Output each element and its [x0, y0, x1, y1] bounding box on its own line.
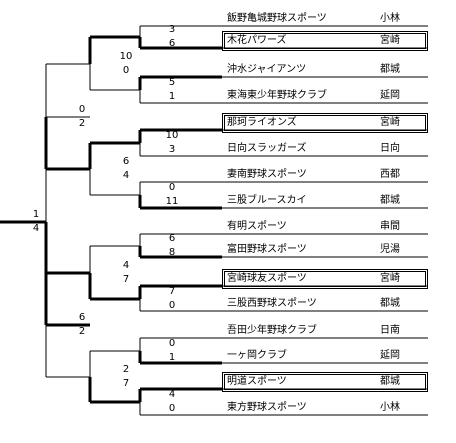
semifinalist-box [222, 113, 428, 133]
team-region: 日向 [380, 143, 400, 154]
team-region: 都城 [380, 376, 400, 387]
r1-score-top-7: 4 [168, 389, 176, 400]
r1-score-bottom-1: 1 [168, 91, 176, 102]
r1-score-top-4: 6 [168, 233, 176, 244]
team-region: 日南 [380, 325, 400, 336]
team-name: 日向スラッガーズ [227, 143, 307, 154]
r1-score-bottom-3: 11 [165, 196, 179, 207]
team-region: 延岡 [380, 350, 400, 361]
r1-score-top-3: 0 [168, 182, 176, 193]
team-region: 児湯 [380, 244, 400, 255]
team-region: 宮崎 [380, 117, 400, 128]
r2-score-top-1: 6 [122, 156, 130, 167]
r1-score-top-5: 7 [168, 286, 176, 297]
team-region: 宮崎 [380, 35, 400, 46]
r3-score-bottom-1: 2 [78, 326, 86, 337]
team-name: 東方野球スポーツ [227, 402, 307, 413]
team-name: 木花パワーズ [227, 35, 287, 46]
r1-score-top-1: 5 [168, 77, 176, 88]
team-region: 都城 [380, 195, 400, 206]
r1-score-bottom-7: 0 [168, 403, 176, 414]
r3-score-top-0: 0 [78, 104, 86, 115]
r3-score-bottom-0: 2 [78, 118, 86, 129]
r1-score-top-2: 10 [165, 130, 179, 141]
r1-score-bottom-2: 3 [168, 144, 176, 155]
r2-score-top-2: 4 [122, 260, 130, 271]
team-name: 富田野球スポーツ [227, 244, 307, 255]
semifinalist-box [222, 372, 428, 392]
r1-score-bottom-5: 0 [168, 300, 176, 311]
team-name: 有明スポーツ [227, 221, 287, 232]
r2-score-bottom-0: 0 [122, 65, 130, 76]
team-name: 吾田少年野球クラブ [227, 325, 317, 336]
team-region: 延岡 [380, 90, 400, 101]
r2-score-top-3: 2 [122, 364, 130, 375]
team-name: 妻南野球スポーツ [227, 169, 307, 180]
r3-score-top-1: 6 [78, 312, 86, 323]
team-name: 三股西野球スポーツ [227, 298, 317, 309]
team-name: 飯野亀城野球スポーツ [227, 13, 327, 24]
team-region: 串間 [380, 221, 400, 232]
r1-score-bottom-6: 1 [168, 352, 176, 363]
team-name: 三股ブルースカイ [227, 195, 307, 206]
team-name: 東海東少年野球クラブ [227, 90, 327, 101]
r1-score-top-6: 0 [168, 338, 176, 349]
semifinalist-box [222, 31, 428, 51]
team-region: 都城 [380, 298, 400, 309]
team-name: 宮崎球友スポーツ [227, 273, 307, 284]
team-region: 小林 [380, 13, 400, 24]
r2-score-bottom-1: 4 [122, 170, 130, 181]
team-name: 明道スポーツ [227, 376, 287, 387]
team-region: 西都 [380, 169, 400, 180]
r1-score-bottom-0: 6 [168, 38, 176, 49]
team-name: 沖水ジャイアンツ [227, 64, 307, 75]
semifinalist-box [222, 269, 428, 289]
final-score-top: 1 [32, 209, 40, 220]
team-name: 一ヶ岡クラブ [227, 350, 287, 361]
team-region: 都城 [380, 64, 400, 75]
team-region: 小林 [380, 402, 400, 413]
team-region: 宮崎 [380, 273, 400, 284]
r1-score-top-0: 3 [168, 24, 176, 35]
r2-score-bottom-3: 7 [122, 378, 130, 389]
r2-score-top-0: 10 [119, 51, 133, 62]
team-name: 那珂ライオンズ [227, 117, 297, 128]
r1-score-bottom-4: 8 [168, 247, 176, 258]
r2-score-bottom-2: 7 [122, 274, 130, 285]
final-score-bottom: 4 [32, 223, 40, 234]
